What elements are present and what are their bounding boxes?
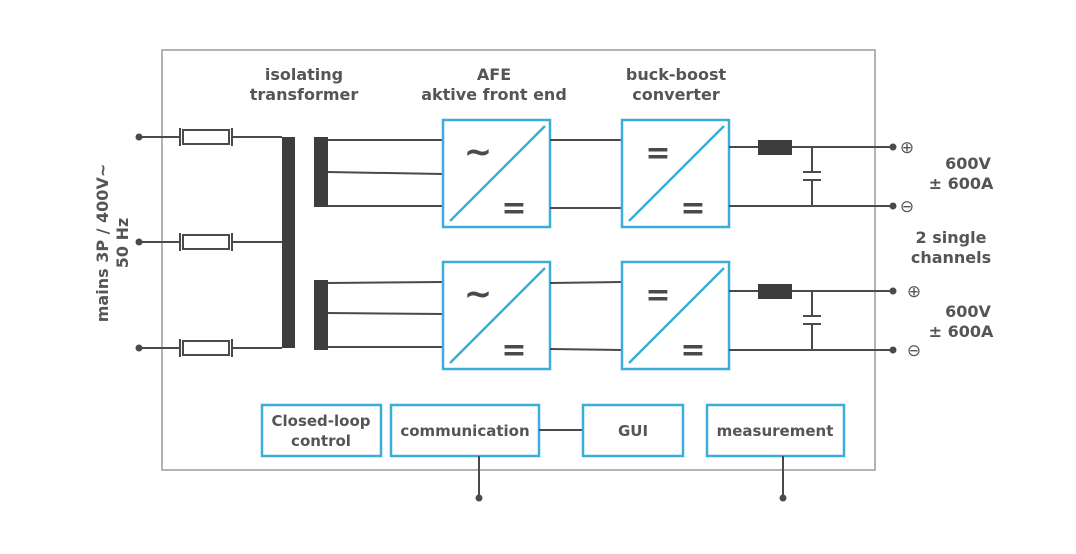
svg-text:GUI: GUI — [618, 422, 648, 440]
afe-label-2: aktive front end — [421, 85, 567, 104]
measurement-block: measurement — [705, 403, 846, 458]
svg-text:mains 3P / 400V~: mains 3P / 400V~ — [93, 164, 112, 322]
mains-phase-2 — [135, 233, 282, 251]
fuse-3 — [182, 340, 230, 356]
svg-text:50 Hz: 50 Hz — [113, 218, 132, 269]
svg-text:control: control — [291, 432, 351, 450]
plus-terminal-1: ⊕ — [900, 138, 914, 158]
closed-loop-control-block: Closed-loop control — [260, 403, 383, 458]
output-filter-1 — [729, 140, 897, 210]
output1-current: ± 600A — [929, 174, 994, 193]
transformer-label-2: transformer — [250, 85, 359, 104]
buck-boost-converter-1: = = — [620, 118, 731, 229]
plus-terminal-2: ⊕ — [907, 282, 921, 302]
gui-block: GUI — [581, 403, 685, 458]
channels-label-2: channels — [911, 248, 991, 267]
afe-block-2: ~ = — [441, 260, 552, 371]
mains-phase-3 — [135, 339, 282, 357]
minus-terminal-2: ⊖ — [907, 341, 921, 361]
converter-label-1: buck-boost — [626, 65, 727, 84]
inductor-1 — [758, 140, 792, 155]
buck-boost-converter-2: = = — [620, 260, 731, 371]
mains-label: mains 3P / 400V~ 50 Hz — [93, 164, 132, 322]
dc-symbol-1: = — [501, 191, 526, 226]
fuse-1 — [182, 129, 230, 145]
dc-in-symbol-1: = — [645, 136, 670, 171]
svg-text:measurement: measurement — [717, 422, 834, 440]
communication-block: communication — [389, 403, 541, 458]
afe-label-1: AFE — [477, 65, 511, 84]
dc-out-symbol-2: = — [680, 333, 705, 368]
minus-terminal-1: ⊖ — [900, 197, 914, 217]
svg-text:Closed-loop: Closed-loop — [271, 412, 370, 430]
output2-current: ± 600A — [929, 322, 994, 341]
dc-in-symbol-2: = — [645, 278, 670, 313]
measurement-port — [779, 494, 787, 502]
channels-label-1: 2 single — [916, 228, 987, 247]
ac-symbol-2: ~ — [464, 274, 493, 314]
transformer-label-1: isolating — [265, 65, 343, 84]
converter-label-2: converter — [632, 85, 720, 104]
afe-block-1: ~ = — [441, 118, 552, 229]
inductor-2 — [758, 284, 792, 299]
mains-phase-1 — [135, 128, 282, 146]
dc-out-symbol-1: = — [680, 191, 705, 226]
output2-voltage: 600V — [945, 302, 991, 321]
enclosure-frame — [161, 49, 876, 471]
dc-symbol-2: = — [501, 333, 526, 368]
ac-symbol-1: ~ — [464, 132, 493, 172]
svg-text:communication: communication — [400, 422, 529, 440]
communication-port — [475, 494, 483, 502]
fuse-2 — [182, 234, 230, 250]
output-filter-2 — [729, 284, 897, 354]
isolating-transformer — [282, 137, 328, 350]
output1-voltage: 600V — [945, 154, 991, 173]
